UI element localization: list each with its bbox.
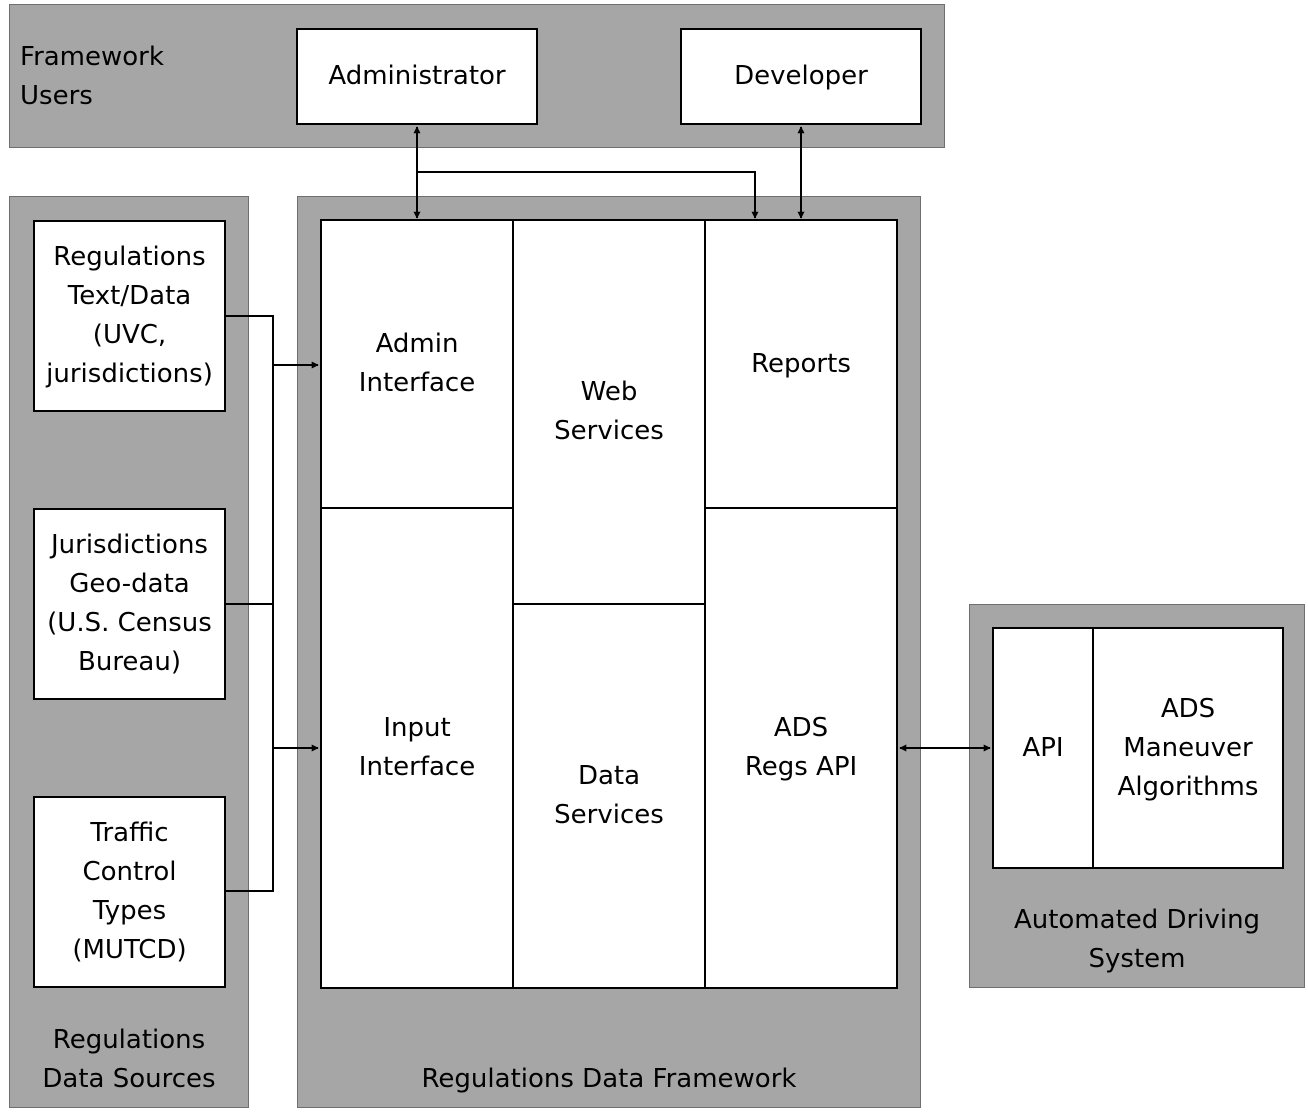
jurisdictions-geo-source: Jurisdictions Geo-data (U.S. Census Bure… (33, 508, 226, 700)
web-services-cell: Web Services (514, 221, 704, 603)
reports-cell: Reports (706, 221, 896, 507)
ads-regs-api-cell: ADS Regs API (706, 509, 896, 987)
traffic-control-source: Traffic Control Types (MUTCD) (33, 796, 226, 988)
administrator-box: Administrator (296, 28, 538, 125)
admin-reports-arrow (417, 171, 759, 219)
api-cell: API (994, 629, 1092, 867)
developer-box: Developer (680, 28, 922, 125)
ads-algorithms-cell: ADS Maneuver Algorithms (1094, 629, 1282, 867)
ads-label: Automated Driving System (1013, 905, 1261, 974)
framework-label: Regulations Data Framework (421, 1064, 797, 1094)
framework-users-label: Framework Users (20, 42, 164, 111)
data-services-cell: Data Services (514, 605, 704, 987)
admin-interface-cell: Admin Interface (322, 221, 512, 507)
regulations-text-source: Regulations Text/Data (UVC, jurisdiction… (33, 220, 226, 412)
input-interface-cell: Input Interface (322, 509, 512, 987)
data-sources-label: Regulations Data Sources (42, 1025, 216, 1094)
